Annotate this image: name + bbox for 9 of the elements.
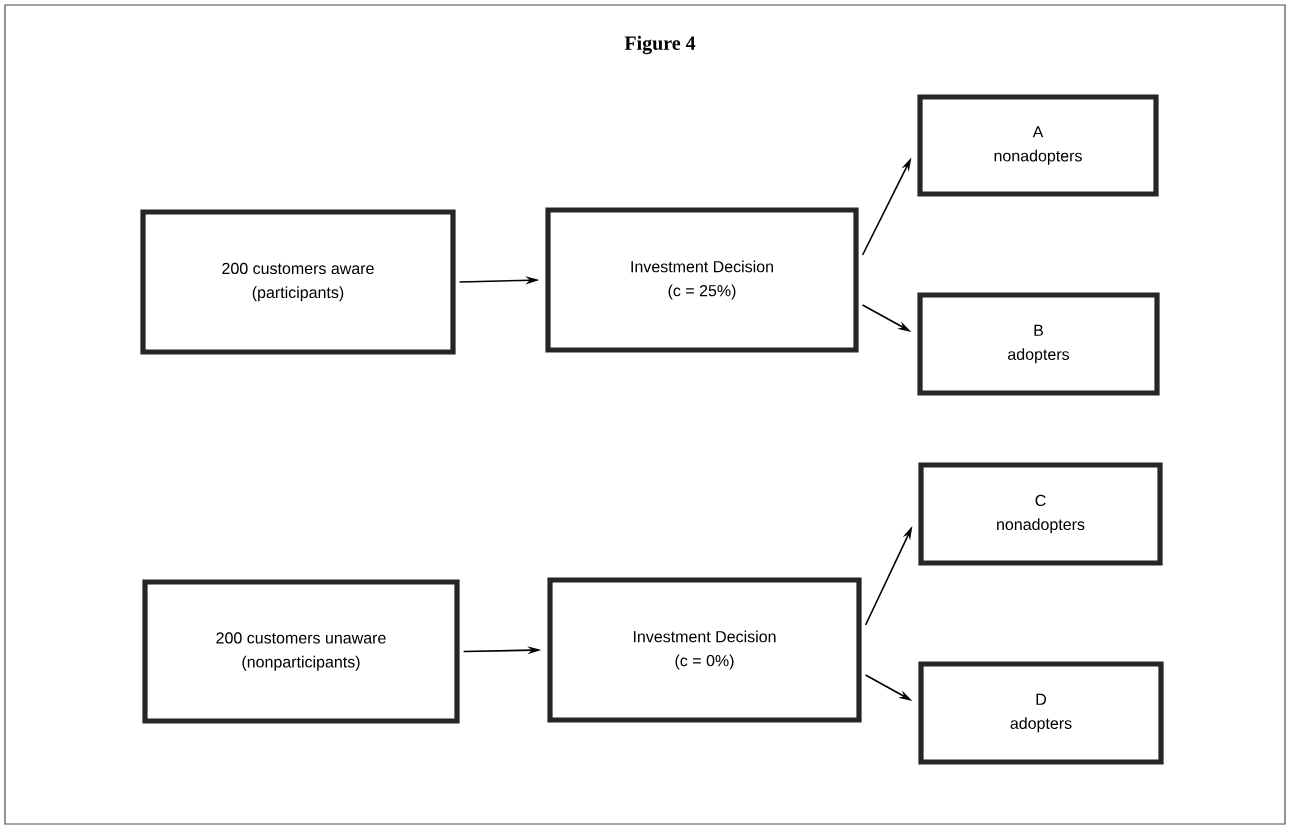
box: 200 customers unaware (nonparticipants) <box>142 579 460 724</box>
box: B adopters <box>917 292 1160 396</box>
title: Figure 4 <box>624 35 696 55</box>
box: Investment Decision (c = 25%) <box>545 207 859 353</box>
box: C nonadopters <box>918 462 1163 566</box>
box: 200 customers aware (participants) <box>140 209 456 355</box>
box: D adopters <box>918 661 1164 765</box>
box: Investment Decision (c = 0%) <box>547 577 862 723</box>
box: A nonadopters <box>917 94 1159 197</box>
